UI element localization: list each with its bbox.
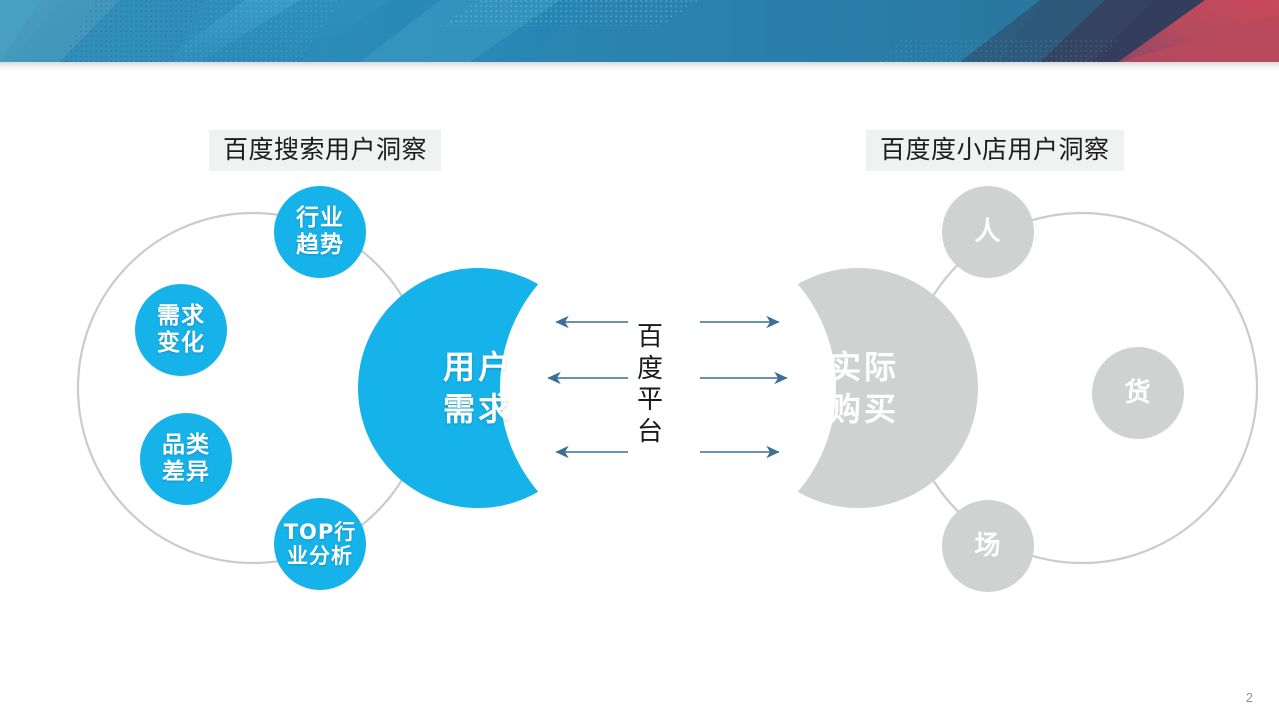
left-node-1-line1: 行业: [296, 205, 344, 232]
banner-shadow: [0, 62, 1279, 72]
right-core-label[interactable]: 实际 购买: [794, 330, 934, 448]
right-node-3-line1: 场: [974, 530, 1002, 561]
center-char-3: 平: [636, 385, 663, 416]
left-node-circle-4[interactable]: [274, 498, 366, 590]
right-node-circle-1[interactable]: [942, 186, 1034, 278]
left-node-circle-3[interactable]: [140, 413, 232, 505]
left-node-circle-2[interactable]: [135, 284, 227, 376]
left-node-4-line1: TOP行: [283, 519, 357, 544]
right-core-line1: 实际: [828, 348, 899, 387]
left-node-circle-1[interactable]: [274, 186, 366, 278]
left-node-label-1[interactable]: 行业 趋势: [274, 186, 366, 278]
center-platform-label: 百 度 平 台: [628, 322, 672, 449]
right-node-1-line1: 人: [974, 216, 1002, 247]
page-number: 2: [1245, 690, 1253, 705]
right-core-line2: 购买: [828, 390, 899, 428]
left-section-title: 百度搜索用户洞察: [209, 130, 442, 171]
center-char-4: 台: [636, 417, 663, 448]
left-node-label-2[interactable]: 需求 变化: [135, 284, 227, 376]
left-node-2-line1: 需求: [157, 303, 205, 330]
right-section-title: 百度度小店用户洞察: [866, 130, 1124, 171]
center-char-2: 度: [636, 353, 663, 384]
right-node-circle-3[interactable]: [942, 500, 1034, 592]
right-node-label-1[interactable]: 人: [942, 186, 1034, 278]
center-char-1: 百: [636, 322, 663, 352]
right-node-label-3[interactable]: 场: [942, 500, 1034, 592]
left-node-3-line2: 差异: [162, 459, 210, 485]
right-orbit-ring: [905, 211, 1259, 565]
left-node-2-line2: 变化: [157, 330, 205, 356]
left-core-line1: 用户: [442, 348, 513, 387]
left-node-3-line1: 品类: [162, 432, 210, 459]
left-node-label-3[interactable]: 品类 差异: [140, 413, 232, 505]
left-core-line2: 需求: [442, 390, 513, 428]
right-node-2-line1: 货: [1124, 377, 1152, 408]
left-node-4-line2: 业分析: [287, 544, 353, 568]
slide-banner: [0, 0, 1279, 62]
left-orbit-ring: [76, 211, 430, 565]
left-node-label-4[interactable]: TOP行 业分析: [274, 498, 366, 590]
right-node-label-2[interactable]: 货: [1092, 347, 1184, 439]
left-core-label[interactable]: 用户 需求: [408, 330, 548, 448]
right-node-circle-2[interactable]: [1092, 347, 1184, 439]
right-core-crescent: [636, 230, 1036, 560]
left-node-1-line2: 趋势: [296, 232, 344, 258]
